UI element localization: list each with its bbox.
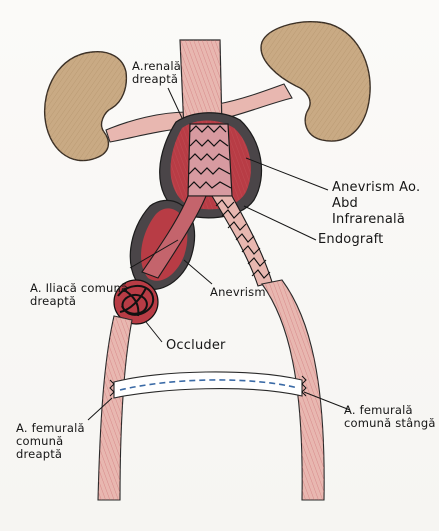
label-aortic-aneurysm: Anevrism Ao. Abd Infrarenală bbox=[332, 180, 439, 228]
label-endograft: Endograft bbox=[318, 232, 383, 248]
label-common-femoral-right: A. femurală comună dreaptă bbox=[16, 422, 85, 461]
label-iliac-aneurysm: Anevrism bbox=[210, 286, 266, 299]
label-common-femoral-left: A. femurală comună stângă bbox=[344, 404, 436, 430]
label-common-iliac-right: A. Iliacă comună dreaptă bbox=[30, 282, 128, 308]
endograft-body bbox=[188, 124, 232, 196]
right-femoral-artery bbox=[98, 316, 132, 500]
femoro-femoral-bypass bbox=[110, 372, 306, 398]
label-renal-artery: A.renală dreaptă bbox=[132, 60, 181, 86]
left-kidney bbox=[261, 22, 370, 141]
label-occluder: Occluder bbox=[166, 338, 226, 354]
right-kidney bbox=[45, 52, 127, 161]
